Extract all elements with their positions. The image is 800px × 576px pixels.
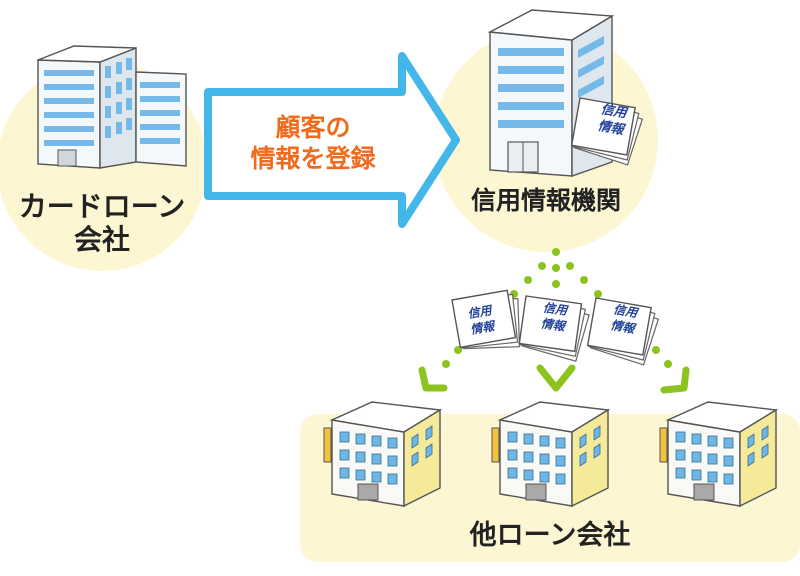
- register-arrow: [204, 52, 460, 228]
- credit-bureau-label: 信用情報機関: [470, 186, 621, 215]
- other-company-building-1-icon: [323, 401, 441, 507]
- card-company-label-line1: カードロー: [18, 190, 158, 223]
- other-company-building-3-icon: [659, 401, 777, 507]
- card-company-label: カードローン 会社: [14, 190, 190, 256]
- register-arrow-label: 顧客の 情報を登録: [228, 112, 398, 175]
- other-companies-label: 他ローン会社: [469, 520, 631, 551]
- doc-3-text: 信用 情報: [601, 300, 648, 339]
- arrow-head-right: [660, 366, 690, 394]
- doc-2-text: 信用 情報: [531, 298, 577, 336]
- arrow-head-left: [418, 366, 448, 392]
- other-company-building-2-icon: [491, 401, 609, 507]
- card-company-building-icon: [37, 45, 187, 169]
- register-arrow-label-line2: 情報を登録: [250, 144, 376, 174]
- arrow-head-center: [536, 364, 576, 392]
- card-company-label-line3: 会社: [73, 223, 130, 257]
- card-company-label-line2: ン: [157, 190, 186, 223]
- register-arrow-label-line1: 顧客の: [275, 113, 351, 142]
